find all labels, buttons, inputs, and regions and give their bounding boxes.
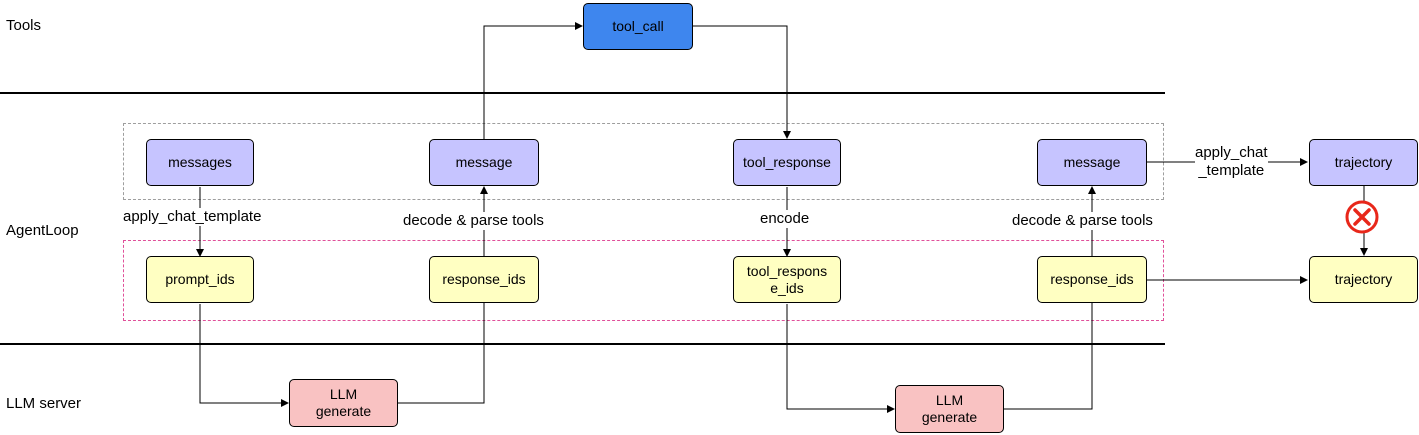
edge-llm-1-to-response-ids-1 xyxy=(398,278,488,404)
edge-tool-response-ids-to-llm-2 xyxy=(786,304,895,413)
lane-label-tools: Tools xyxy=(6,17,42,34)
x-circle-icon xyxy=(1345,200,1379,234)
lane-divider-tools-agentloop xyxy=(0,92,1165,94)
node-message-2: message xyxy=(1037,139,1147,186)
node-prompt-ids: prompt_ids xyxy=(146,256,254,303)
node-response-ids-2: response_ids xyxy=(1037,256,1147,303)
node-trajectory-top: trajectory xyxy=(1309,139,1418,186)
edge-label-apply-chat-template-split: apply_chat _template xyxy=(1195,144,1268,180)
edge-prompt-ids-to-llm-1 xyxy=(199,304,289,407)
node-tool-call: tool_call xyxy=(583,3,693,50)
edge-label-decode-parse-tools-2: decode & parse tools xyxy=(1012,212,1153,230)
edge-label-encode: encode xyxy=(760,210,810,228)
edge-llm-2-to-response-ids-2 xyxy=(1004,278,1096,410)
edge-tool-call-to-tool-response xyxy=(692,25,791,139)
node-tool-response-ids: tool_respons e_ids xyxy=(733,256,841,303)
node-messages: messages xyxy=(146,139,254,186)
edge-label-decode-parse-tools-1: decode & parse tools xyxy=(403,212,544,230)
node-trajectory-bottom: trajectory xyxy=(1309,256,1418,303)
node-response-ids-1: response_ids xyxy=(429,256,539,303)
node-llm-generate-1: LLM generate xyxy=(289,379,398,427)
lane-label-agentloop: AgentLoop xyxy=(6,222,79,239)
lane-label-llm-server: LLM server xyxy=(6,395,82,412)
node-message-1: message xyxy=(429,139,539,186)
lane-divider-agentloop-llm xyxy=(0,343,1165,345)
node-tool-response: tool_response xyxy=(733,139,841,186)
edge-label-apply-chat-template: apply_chat_template xyxy=(123,208,262,226)
node-llm-generate-2: LLM generate xyxy=(895,385,1004,433)
edge-message-1-to-tool-call xyxy=(483,22,583,139)
